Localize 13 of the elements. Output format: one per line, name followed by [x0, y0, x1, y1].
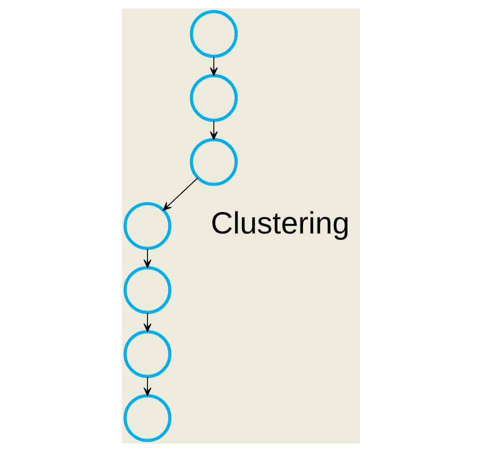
- node-circle: [189, 10, 238, 58]
- node-circle: [123, 394, 171, 442]
- node-circle: [123, 266, 171, 314]
- node-circle: [189, 74, 238, 122]
- arrow: [143, 376, 151, 396]
- label: Clustering: [210, 206, 350, 241]
- arrow: [209, 56, 218, 76]
- node-circle: [123, 330, 171, 378]
- arrow: [162, 177, 198, 211]
- arrow: [209, 120, 218, 140]
- arrow: [143, 248, 151, 268]
- node-circle: [189, 138, 238, 186]
- arrow: [143, 312, 151, 332]
